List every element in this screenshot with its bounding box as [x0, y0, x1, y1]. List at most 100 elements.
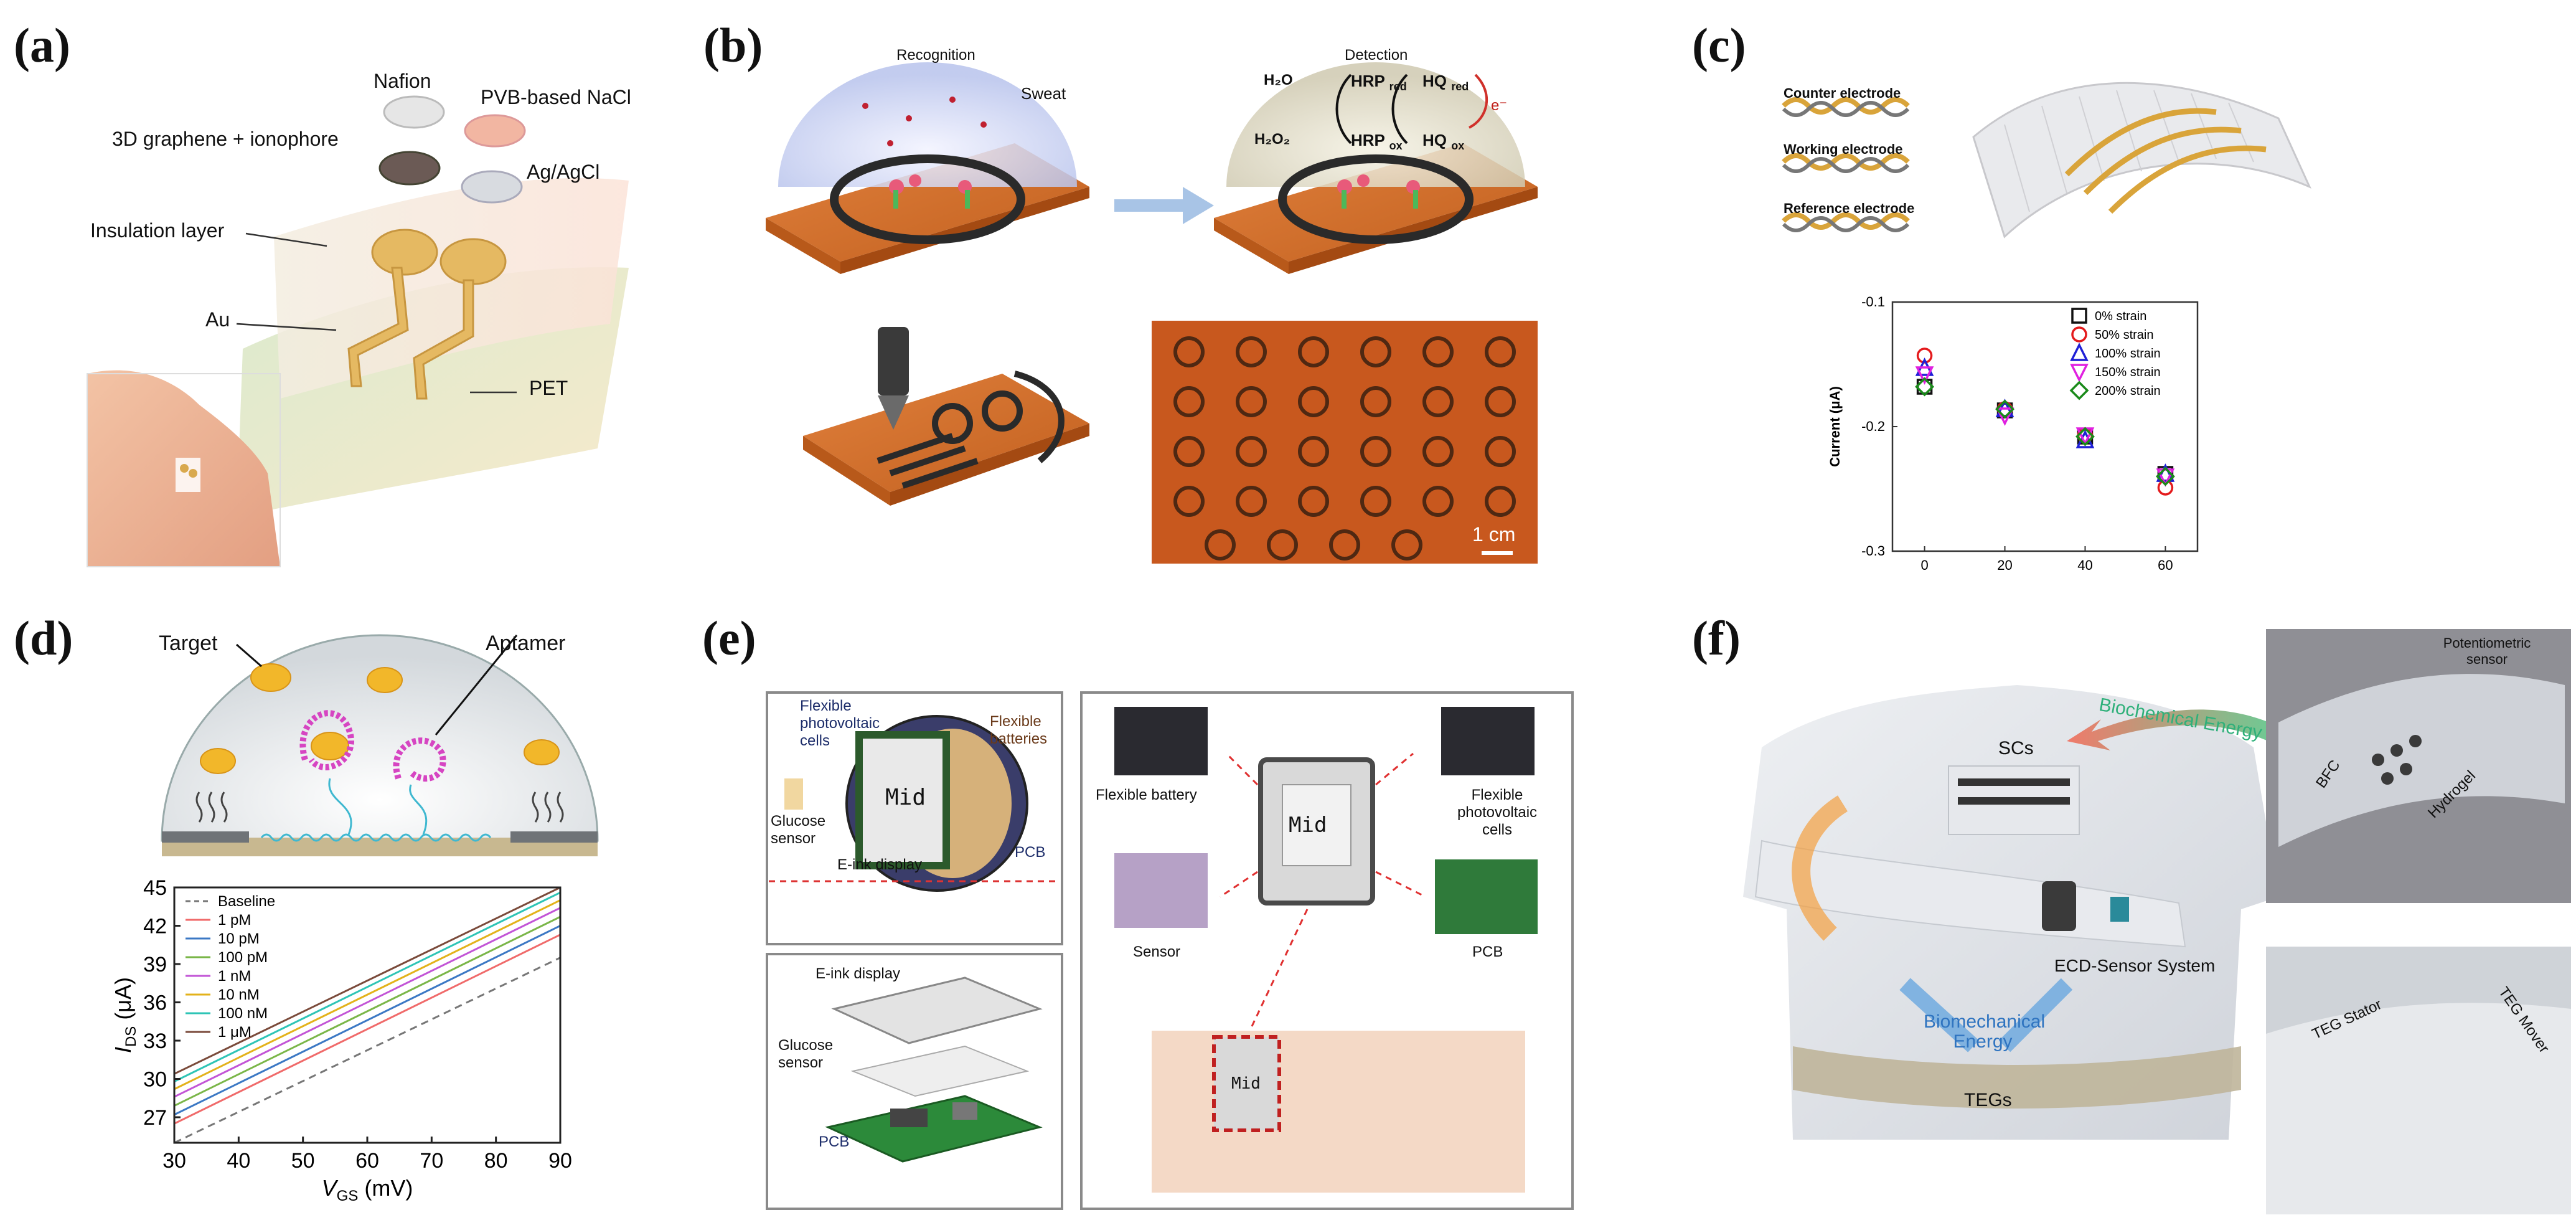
device-text-top: Mid: [885, 785, 926, 810]
panel-b-label: (b): [703, 18, 763, 72]
legend-label: 150% strain: [2095, 366, 2161, 379]
label-pvb-nacl: PVB-based NaCl: [481, 86, 631, 108]
label-sweat: Sweat: [1021, 84, 1066, 103]
panel-e: (e) Flexible photovoltaic cells Flexible…: [691, 598, 1612, 1220]
h2o-text: H₂O: [1264, 72, 1293, 88]
electrode-fibers: [1782, 97, 1910, 230]
legend-marker: [2069, 381, 2089, 400]
target-molecules: [200, 663, 560, 774]
aptamer-strands: [299, 710, 446, 782]
panel-f-label: (f): [1692, 611, 1741, 665]
agagcl-disc: [461, 170, 523, 204]
label-hq-red: HQ red: [1422, 72, 1469, 93]
label-3d-graphene: 3D graphene + ionophore: [112, 128, 339, 150]
woven-textile: [1972, 82, 2311, 239]
hrp-ox-text: HRP: [1351, 131, 1385, 149]
panel-d-illustration: [161, 634, 599, 856]
legend-label: 1 pM: [218, 912, 251, 929]
y-axis-label: IDS (μA): [110, 977, 139, 1053]
y-tick-label: 42: [143, 915, 167, 939]
device-text-wrist: Mid: [1231, 1074, 1261, 1093]
label-flexible-batteries: Flexible batteries: [990, 713, 1048, 747]
nafion-disc: [383, 95, 445, 129]
label-sensor: Sensor: [1133, 943, 1181, 960]
series-line: [174, 957, 561, 1144]
panel-b: (b): [691, 0, 1563, 567]
printer-nozzle: [878, 327, 909, 395]
panel-f-illustration: [1743, 629, 2571, 1214]
panel-b-illustration: [766, 62, 1538, 564]
pvb-nacl-disc: [464, 114, 526, 148]
y-tick-label: 30: [143, 1068, 167, 1092]
sensor-photo: [1114, 853, 1208, 928]
pcb-board: [825, 1095, 1043, 1163]
label-hrp-ox: HRP ox: [1351, 131, 1403, 153]
legend-label: 10 pM: [218, 930, 260, 947]
label-h2o: H₂O: [1264, 72, 1293, 89]
hq-ox-sub: ox: [1451, 139, 1465, 153]
wrist-photo: [1152, 1031, 1525, 1193]
au-electrodes: [347, 229, 507, 400]
label-pet: PET: [529, 377, 568, 399]
label-hrp-red: HRP red: [1351, 72, 1407, 93]
series-line: [174, 907, 561, 1098]
label-pcb-right: PCB: [1472, 943, 1503, 960]
label-biomechanical-energy: Biomechanical Energy: [1924, 1011, 2046, 1052]
data-point: [1995, 399, 2015, 419]
biochemical-energy-arrow: [2067, 709, 2303, 757]
x-tick-label: 70: [420, 1149, 443, 1173]
label-detection: Detection: [1345, 47, 1408, 64]
x-tick-label: 90: [548, 1149, 572, 1173]
pcb-photo: [1435, 859, 1538, 934]
legend-label: 100 pM: [218, 949, 268, 966]
label-nafion: Nafion: [374, 70, 431, 92]
label-glucose-sensor-top: Glucose sensor: [771, 813, 826, 847]
process-arrow: [1114, 187, 1214, 224]
bracelet-display: [855, 731, 950, 869]
label-tegs: TEGs: [1964, 1090, 2012, 1110]
detection-dome: [1226, 62, 1525, 187]
data-point: [1915, 377, 1935, 397]
label-eink-display-top: E-ink display: [837, 856, 923, 873]
label-h2o2: H₂O₂: [1254, 131, 1290, 148]
panel-a-illustration: [87, 95, 629, 567]
panel-c-illustration: [1782, 82, 2311, 239]
label-reference-electrode: Reference electrode: [1784, 201, 1915, 216]
series-line: [174, 886, 561, 1075]
x-tick-label: 20: [1997, 557, 2012, 573]
x-tick-label: 80: [484, 1149, 508, 1173]
arm-illustration: [1754, 839, 2186, 948]
series-line: [174, 934, 561, 1125]
x-tick-label: 40: [2077, 557, 2092, 573]
series-line: [174, 915, 561, 1107]
h2o2-text: H₂O₂: [1254, 131, 1290, 148]
x-tick-label: 60: [355, 1149, 379, 1173]
series-line: [174, 899, 561, 1090]
device-text-right: Mid: [1289, 813, 1327, 838]
label-flexible-pv-cells-right: Flexible photovoltaic cells: [1457, 787, 1538, 838]
legend-label: 0% strain: [2095, 310, 2146, 323]
panel-e-illustration: [769, 707, 1538, 1193]
flexible-pv-photo: [1441, 707, 1535, 775]
panel-d-label: (d): [14, 611, 73, 665]
legend-label: 50% strain: [2095, 328, 2154, 342]
data-point: [1915, 366, 1934, 385]
legend-label: 1 nM: [218, 968, 251, 985]
y-tick-label: 45: [143, 876, 167, 900]
y-tick-label: -0.1: [1861, 294, 1885, 310]
flexible-battery-photo: [1114, 707, 1208, 775]
legend-label: 100 nM: [218, 1005, 268, 1022]
label-target: Target: [159, 631, 218, 655]
electrode-array-photo: [1152, 321, 1538, 564]
label-working-electrode: Working electrode: [1784, 141, 1903, 157]
legend-label: 10 nM: [218, 986, 260, 1003]
label-potentiometric-sensor: Potentiometric sensor: [2443, 635, 2531, 667]
label-scs: SCs: [1998, 738, 2034, 759]
panel-a: (a): [0, 0, 685, 567]
y-tick-label: 33: [143, 1029, 167, 1053]
x-tick-label: 30: [162, 1149, 186, 1173]
panel-f: (f) SCs Biochemical: [1681, 598, 2576, 1220]
legend-marker: [2070, 364, 2089, 382]
